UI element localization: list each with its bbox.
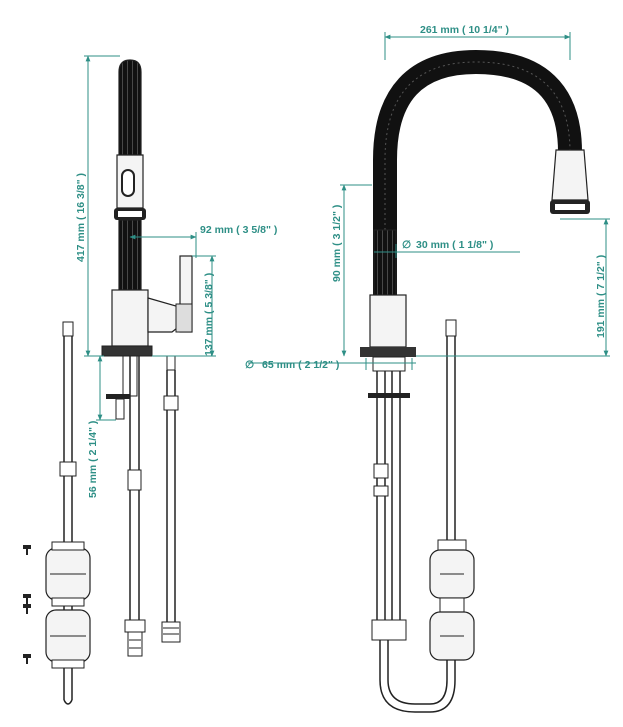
diameter-symbol: ∅ [402, 239, 411, 251]
gooseneck-spout [373, 49, 582, 295]
front-body [369, 294, 407, 348]
dim-reach-handle: 92 mm ( 3 5/8" ) [200, 224, 277, 236]
dim-base-height: 90 mm ( 3 1/2" ) [331, 205, 343, 282]
dimension-lines [84, 32, 610, 421]
side-view [23, 59, 193, 705]
dim-height-total: 417 mm ( 16 3/8" ) [75, 173, 87, 262]
screws [23, 545, 31, 664]
dim-base-diameter: 65 mm ( 2 1/2" ) [262, 359, 339, 371]
side-spray-wand [118, 59, 142, 156]
u-hose [379, 640, 456, 713]
dim-spout-clearance: 191 mm ( 7 1/2" ) [595, 255, 607, 338]
front-spray-head [551, 149, 589, 201]
dim-neck-diameter: 30 mm ( 1 1/8" ) [416, 239, 493, 251]
side-neck [118, 219, 142, 291]
diameter-symbol: ∅ [245, 359, 254, 371]
side-body [111, 289, 149, 347]
dim-below-deck: 56 mm ( 2 1/4" ) [87, 421, 99, 498]
dim-spout-reach: 261 mm ( 10 1/4" ) [420, 24, 509, 36]
dim-handle-height: 137 mm ( 5 3/8" ) [203, 273, 215, 356]
side-spray-button [121, 169, 135, 197]
front-view [360, 49, 590, 713]
side-base [101, 345, 153, 357]
